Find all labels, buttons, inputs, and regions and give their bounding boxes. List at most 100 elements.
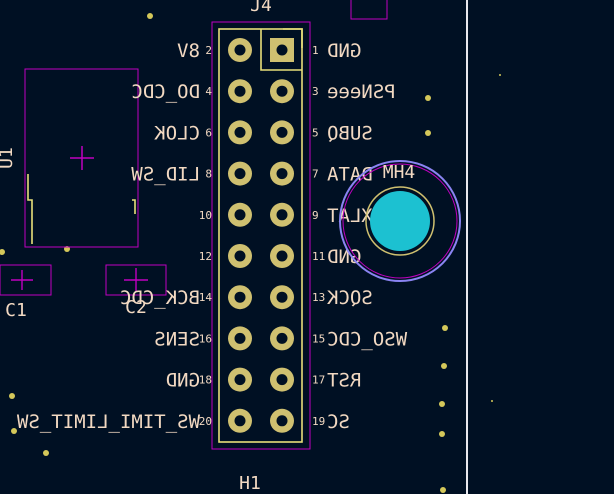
via-dot bbox=[11, 428, 17, 434]
via-dot bbox=[440, 487, 446, 493]
net-label-right: WSO_CDC bbox=[327, 328, 407, 350]
ic-fab-outline bbox=[27, 174, 33, 244]
via-dot bbox=[499, 74, 501, 76]
pad-drill-hole bbox=[276, 374, 288, 386]
pad-drill-hole bbox=[234, 85, 246, 97]
pin-number-left: 12 bbox=[199, 250, 212, 263]
pin-number-left: 16 bbox=[199, 332, 212, 345]
pin-number-left: 20 bbox=[199, 415, 212, 428]
connector-j4-h1[interactable]: J4 H1 2 1 8V GND 4 3 DO_CDC PSNeee 6 5 CLOK SUBQ 8 7 L… bbox=[16, 0, 407, 494]
c1-courtyard bbox=[0, 264, 52, 296]
pin-number-right: 3 bbox=[312, 85, 319, 98]
ic-fab-outline-right bbox=[132, 199, 136, 214]
via-dot bbox=[0, 249, 5, 255]
mounting-hole-icon bbox=[370, 191, 430, 251]
c1-reference-label: C1 bbox=[5, 300, 27, 321]
pad-drill-hole bbox=[276, 85, 288, 97]
via-dot bbox=[9, 393, 15, 399]
pin-number-left: 6 bbox=[205, 126, 212, 139]
pad-drill-hole bbox=[234, 374, 246, 386]
pin-number-right: 1 bbox=[312, 44, 319, 57]
pin1-silk-notch bbox=[260, 29, 302, 71]
pad-drill-hole bbox=[276, 332, 288, 344]
c2-reference-label: C2 bbox=[125, 297, 147, 318]
net-label-right: GND bbox=[327, 246, 361, 268]
mounting-hole-courtyard bbox=[342, 163, 458, 279]
net-label-left: WS_TIMI_LIMIT_SW bbox=[16, 411, 200, 433]
pad-drill-hole bbox=[276, 44, 288, 56]
ic-u1[interactable]: U1 bbox=[0, 68, 139, 248]
pad-drill-hole bbox=[234, 332, 246, 344]
pin-number-right: 13 bbox=[312, 291, 325, 304]
ic-reference-label: U1 bbox=[0, 147, 17, 169]
pin-number-right: 5 bbox=[312, 126, 319, 139]
ic-courtyard bbox=[24, 68, 139, 248]
connector-top-reference: J4 bbox=[250, 0, 272, 16]
net-label-left: DO_CDC bbox=[131, 81, 200, 103]
partial-component-courtyard bbox=[350, 0, 388, 20]
net-label-right: XLAT bbox=[327, 205, 373, 227]
net-label-right: RST bbox=[327, 370, 361, 392]
pin-number-right: 17 bbox=[312, 374, 325, 387]
pin-number-left: 14 bbox=[199, 291, 213, 304]
mounting-hole-pad-ring bbox=[365, 186, 435, 256]
capacitor-c2[interactable]: C2 bbox=[105, 264, 167, 318]
connector-courtyard bbox=[211, 21, 311, 450]
pad-drill-hole bbox=[276, 415, 288, 427]
net-label-left: GND bbox=[166, 370, 200, 392]
net-label-right: SC bbox=[327, 411, 350, 433]
via-dot bbox=[425, 95, 431, 101]
pad-drill-hole bbox=[234, 168, 246, 180]
net-label-left: LID_SW bbox=[131, 164, 200, 186]
pad-drill-hole bbox=[234, 44, 246, 56]
net-label-right: SQCK bbox=[326, 287, 372, 309]
pin-number-right: 7 bbox=[312, 168, 319, 181]
via-dot bbox=[491, 400, 493, 402]
via-dot bbox=[439, 401, 445, 407]
capacitor-c1[interactable]: C1 bbox=[0, 264, 52, 321]
net-label-right: SUBQ bbox=[327, 122, 373, 144]
net-label-right: GND bbox=[327, 40, 361, 62]
pin-number-left: 10 bbox=[199, 209, 212, 222]
pin-number-right: 19 bbox=[312, 415, 325, 428]
net-label-left: SENS bbox=[154, 328, 200, 350]
pad-drill-hole bbox=[234, 209, 246, 221]
pin-number-right: 15 bbox=[312, 332, 325, 345]
net-label-left: CLOK bbox=[154, 122, 200, 144]
crosshair-icon bbox=[70, 146, 94, 170]
pad-drill-hole bbox=[276, 209, 288, 221]
pad-drill-hole bbox=[276, 126, 288, 138]
pad-drill-hole bbox=[234, 415, 246, 427]
pad-drill-hole bbox=[276, 291, 288, 303]
net-label-left: BCK_CDC bbox=[120, 287, 200, 309]
c2-courtyard bbox=[105, 264, 167, 296]
via-dot bbox=[43, 450, 49, 456]
via-dot bbox=[439, 431, 445, 437]
mounting-hole-mh4[interactable]: MH4 bbox=[339, 160, 461, 282]
pad-drill-hole bbox=[234, 250, 246, 262]
connector-bottom-reference: H1 bbox=[239, 473, 261, 494]
net-label-right: PSNeee bbox=[327, 81, 396, 103]
pin-number-left: 18 bbox=[199, 374, 212, 387]
pad-drill-hole bbox=[234, 291, 246, 303]
via-dot bbox=[441, 363, 447, 369]
connector-pads bbox=[228, 38, 294, 433]
via-dot bbox=[442, 325, 448, 331]
pin-number-left: 8 bbox=[205, 168, 212, 181]
pad-drill-hole bbox=[276, 168, 288, 180]
pad-drill-hole bbox=[276, 250, 288, 262]
connector-labels: 2 1 8V GND 4 3 DO_CDC PSNeee 6 5 CLOK SUBQ 8 7 LID_SW D… bbox=[16, 40, 407, 433]
pin-number-left: 4 bbox=[205, 85, 212, 98]
net-label-left: 8V bbox=[177, 40, 200, 62]
pad-drill-hole bbox=[234, 126, 246, 138]
via-dot bbox=[147, 13, 153, 19]
mounting-hole-outer-ring bbox=[339, 160, 461, 282]
pin-number-right: 9 bbox=[312, 209, 319, 222]
pin-number-left: 2 bbox=[205, 44, 212, 57]
pin-number-right: 11 bbox=[312, 250, 325, 263]
via-dot bbox=[425, 130, 431, 136]
mounting-hole-reference: MH4 bbox=[383, 162, 416, 183]
net-label-right: DATA bbox=[326, 164, 372, 186]
pin1-marker bbox=[283, 28, 303, 48]
